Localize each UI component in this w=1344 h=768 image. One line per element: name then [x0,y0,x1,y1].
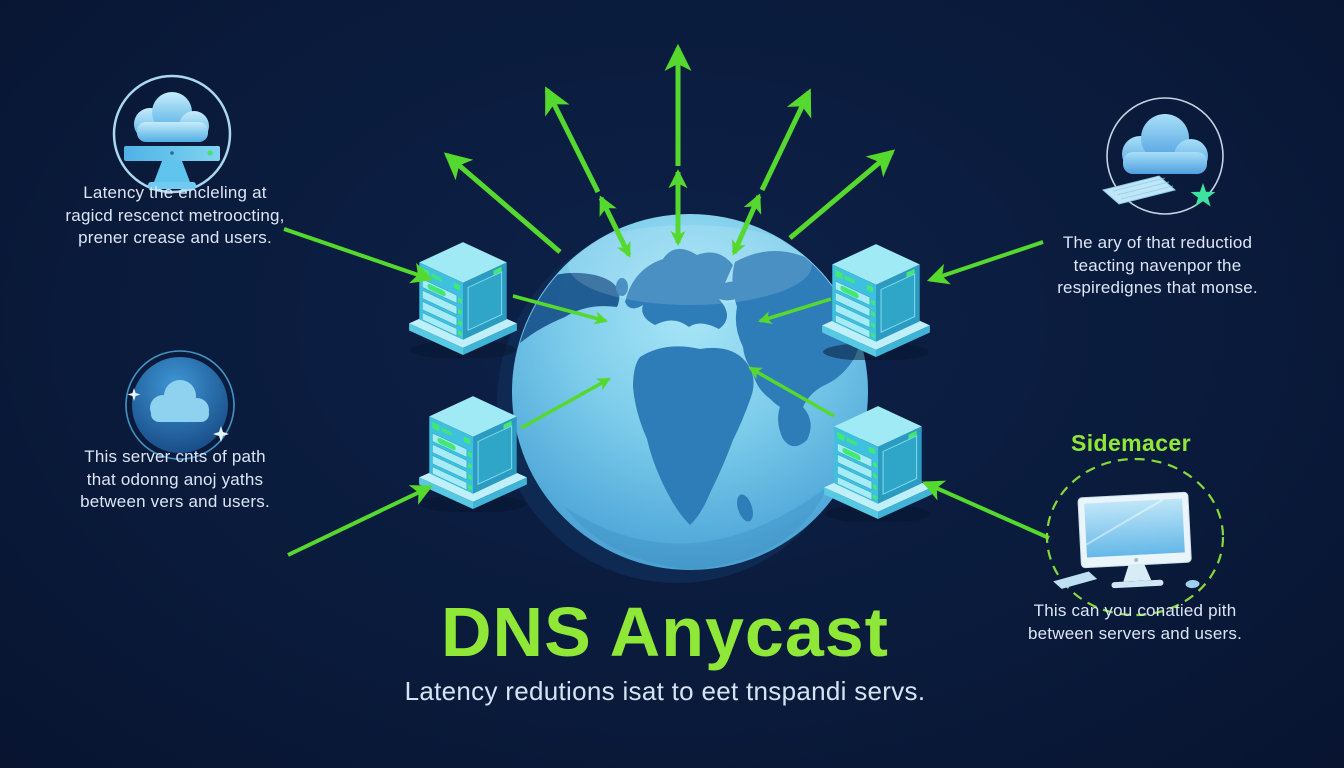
callout-arrows [283,227,1050,557]
keyboard-glyph [1101,175,1177,205]
callout-line: teacting navenpor the [1073,255,1242,275]
desktop-monitor-icon [1045,457,1225,617]
callout-line: The ary of that reductiod [1062,233,1253,252]
globe-illustration [497,214,868,583]
page-subtitle: Latency redutions isat to eet tnspandi s… [404,676,926,706]
callout-bottom-right: This can you conatied pith between serve… [1015,600,1255,645]
server-globe-arrows [512,294,835,430]
callout-line: respiredignes that monse. [1057,278,1258,298]
callout-bottom-left: This server cnts of path that odonng ano… [55,446,295,514]
callout-line: This can you conatied pith [1033,601,1237,620]
radiating-arrows [443,43,896,258]
callout-line: between servers and users. [1027,623,1243,643]
server-icon-top-left [408,241,518,358]
callout-line: ragicd rescenct metroocting, [65,205,285,225]
page-title: DNS Anycast [441,593,889,671]
cloud-keyboard-star-icon [1101,97,1224,215]
sidemacer-heading: Sidemacer [1071,430,1191,456]
cloud-monitor-icon [112,74,232,194]
callout-top-right: The ary of that reductiod teacting naven… [1030,232,1285,300]
callout-line: This server cnts of path [84,447,266,466]
callout-line: prener crease and users. [78,228,272,248]
callout-line: that odonng anoj yaths [86,469,264,489]
callout-top-left: Latency the encleling at ragicd rescenct… [40,182,310,250]
callout-line: Latency the encleling at [83,183,267,202]
sphere-cloud-icon [125,350,235,460]
callout-line: between vers and users. [80,492,270,512]
